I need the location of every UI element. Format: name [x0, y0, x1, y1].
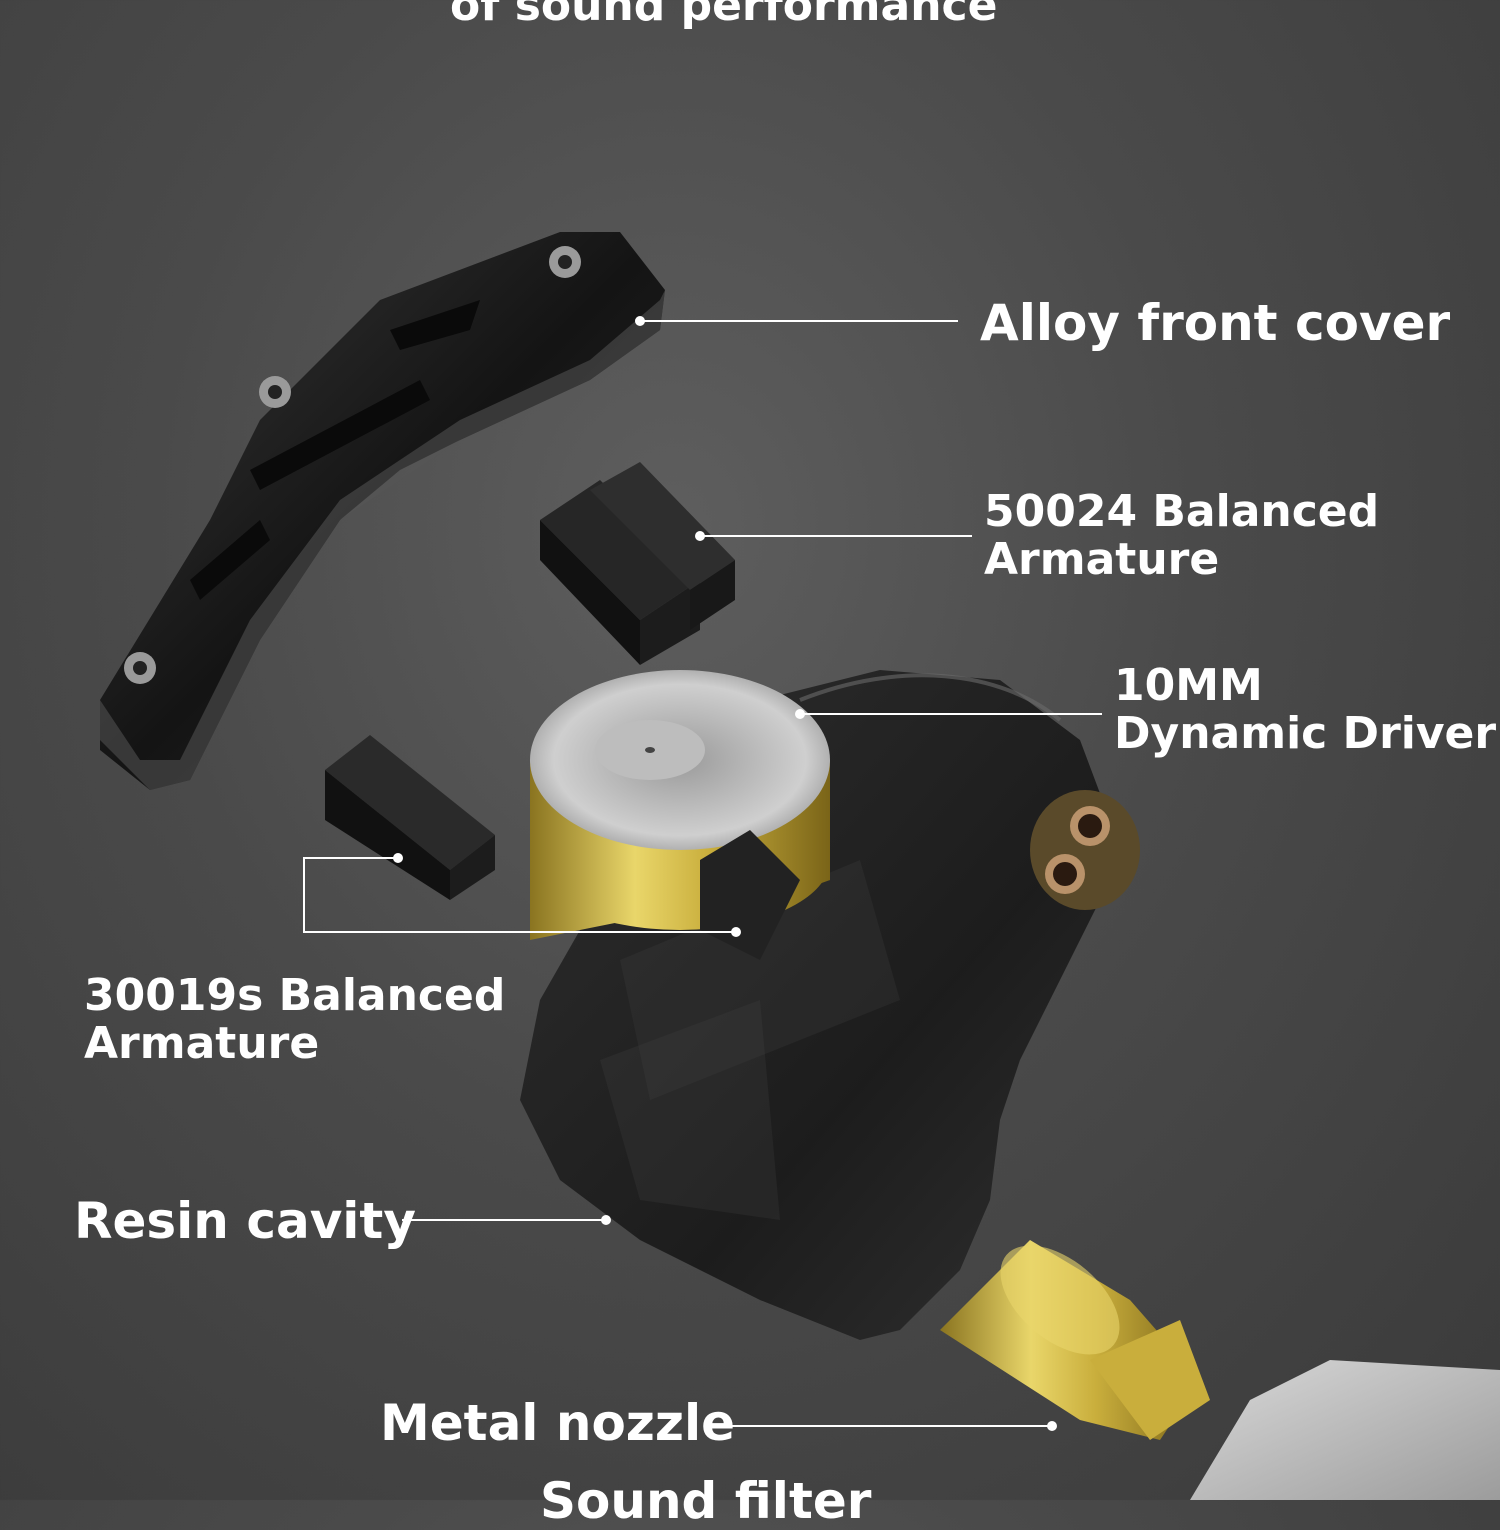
label-ba-30019s-line1: 30019s Balanced: [84, 970, 506, 1021]
label-metal-nozzle-text: Metal nozzle: [380, 1394, 736, 1452]
label-dynamic-driver-line2: Dynamic Driver: [1114, 707, 1497, 759]
ba-30019s-graphic: [325, 735, 800, 960]
label-metal-nozzle: Metal nozzle: [380, 1396, 735, 1450]
ear-tip-graphic: [1190, 1360, 1500, 1500]
label-alloy-front-cover-text: Alloy front cover: [980, 294, 1451, 352]
label-resin-cavity-text: Resin cavity: [74, 1192, 416, 1250]
leader-dots: [393, 316, 1057, 1431]
ba-50024-graphic: [540, 462, 735, 665]
label-dynamic-driver-line1: 10MM: [1114, 660, 1263, 711]
label-dynamic-driver: 10MM Dynamic Driver: [1114, 662, 1496, 757]
label-sound-filter-text: Sound filter: [540, 1472, 872, 1530]
alloy-front-cover-graphic: [100, 232, 665, 790]
metal-nozzle-graphic: [940, 1240, 1210, 1440]
label-alloy-front-cover: Alloy front cover: [980, 296, 1450, 350]
label-sound-filter: Sound filter: [540, 1474, 871, 1528]
page-title: of sound performance: [450, 0, 998, 31]
label-ba-50024-line2: Armature: [984, 533, 1220, 585]
label-ba-30019s: 30019s Balanced Armature: [84, 972, 505, 1067]
label-ba-50024-line1: 50024 Balanced: [984, 486, 1380, 537]
leader-lines: [303, 320, 1102, 1427]
label-resin-cavity: Resin cavity: [74, 1194, 416, 1248]
label-ba-50024: 50024 Balanced Armature: [984, 488, 1379, 583]
label-ba-30019s-line2: Armature: [84, 1017, 320, 1069]
